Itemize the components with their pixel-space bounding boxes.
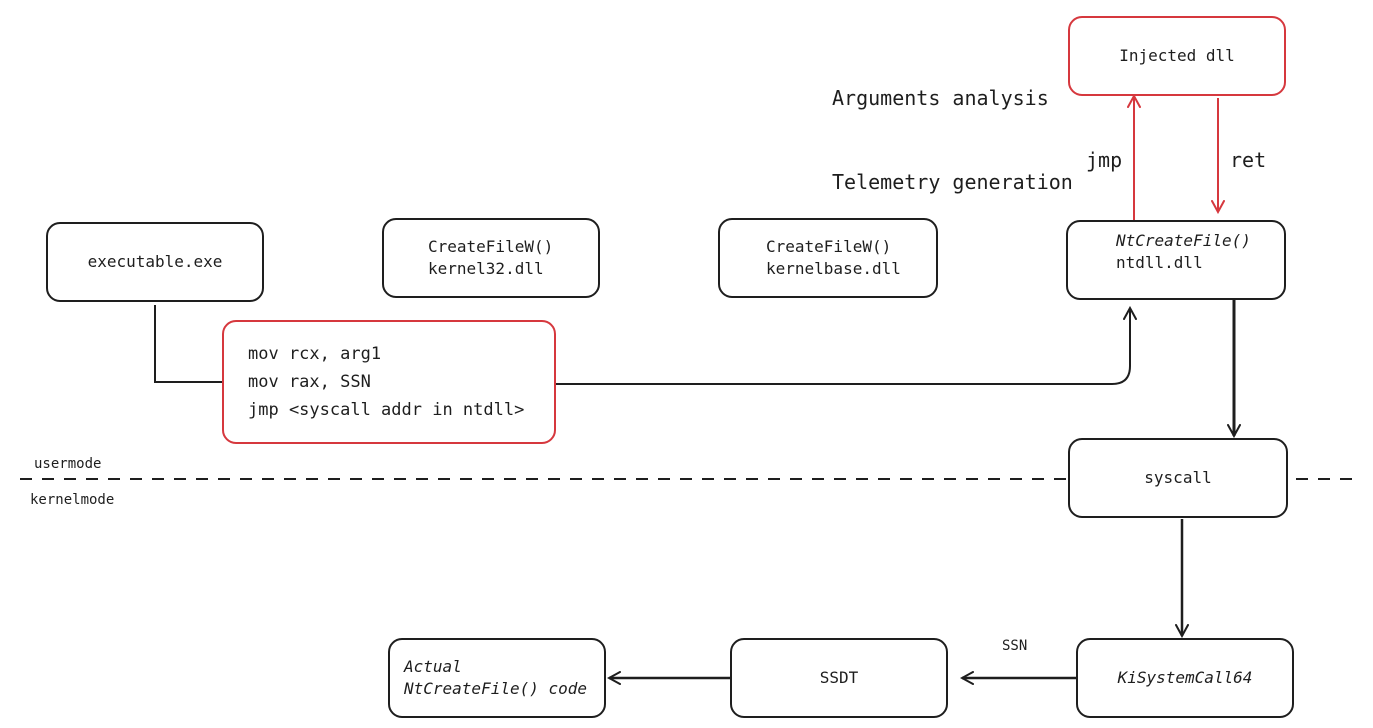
- ssn-label: SSN: [1002, 638, 1028, 654]
- syscall-label: syscall: [1144, 468, 1212, 487]
- kisystemcall-label: KiSystemCall64: [1117, 668, 1253, 687]
- syscall-node: syscall: [1068, 438, 1288, 518]
- createfile-kernelbase-dll: kernelbase.dll: [766, 259, 901, 278]
- analysis-line-2: Telemetry generation: [832, 170, 1073, 194]
- createfile-kernelbase-node: CreateFileW() kernelbase.dll: [718, 218, 938, 298]
- createfile-kernel32-node: CreateFileW() kernel32.dll: [382, 218, 600, 298]
- executable-label: executable.exe: [87, 252, 223, 271]
- injected-dll-label: Injected dll: [1119, 46, 1235, 65]
- stub-line-1: mov rcx, arg1: [248, 344, 382, 364]
- syscall-stub-node: mov rcx, arg1 mov rax, SSN jmp <syscall …: [222, 320, 556, 444]
- analysis-label: Arguments analysis Telemetry generation: [832, 28, 1073, 224]
- ret-label: ret: [1230, 148, 1267, 172]
- stub-line-2: mov rax, SSN: [248, 372, 371, 392]
- ntcreatefile-func: NtCreateFile(): [1116, 231, 1251, 250]
- ntcreatefile-node: NtCreateFile() ntdll.dll: [1066, 220, 1286, 300]
- actual-code-line-1: Actual: [404, 657, 462, 676]
- createfile-kernel32-func: CreateFileW(): [428, 237, 554, 256]
- actual-code-node: Actual NtCreateFile() code: [388, 638, 606, 718]
- jmp-label: jmp: [1086, 148, 1123, 172]
- edge-stub-to-ntcreatefile: [556, 308, 1130, 385]
- createfile-kernel32-dll: kernel32.dll: [428, 259, 544, 278]
- ssdt-label: SSDT: [819, 668, 859, 687]
- stub-line-3: jmp <syscall addr in ntdll>: [248, 400, 525, 420]
- injected-dll-node: Injected dll: [1068, 16, 1286, 96]
- kisystemcall-node: KiSystemCall64: [1076, 638, 1294, 718]
- analysis-line-1: Arguments analysis: [832, 86, 1049, 110]
- actual-code-line-2: NtCreateFile() code: [404, 679, 588, 698]
- edge-executable-to-stub: [154, 305, 224, 383]
- usermode-label: usermode: [34, 456, 102, 472]
- createfile-kernelbase-func: CreateFileW(): [766, 237, 892, 256]
- executable-node: executable.exe: [46, 222, 264, 302]
- ntcreatefile-dll: ntdll.dll: [1116, 253, 1203, 272]
- ssdt-node: SSDT: [730, 638, 948, 718]
- kernelmode-label: kernelmode: [30, 492, 115, 508]
